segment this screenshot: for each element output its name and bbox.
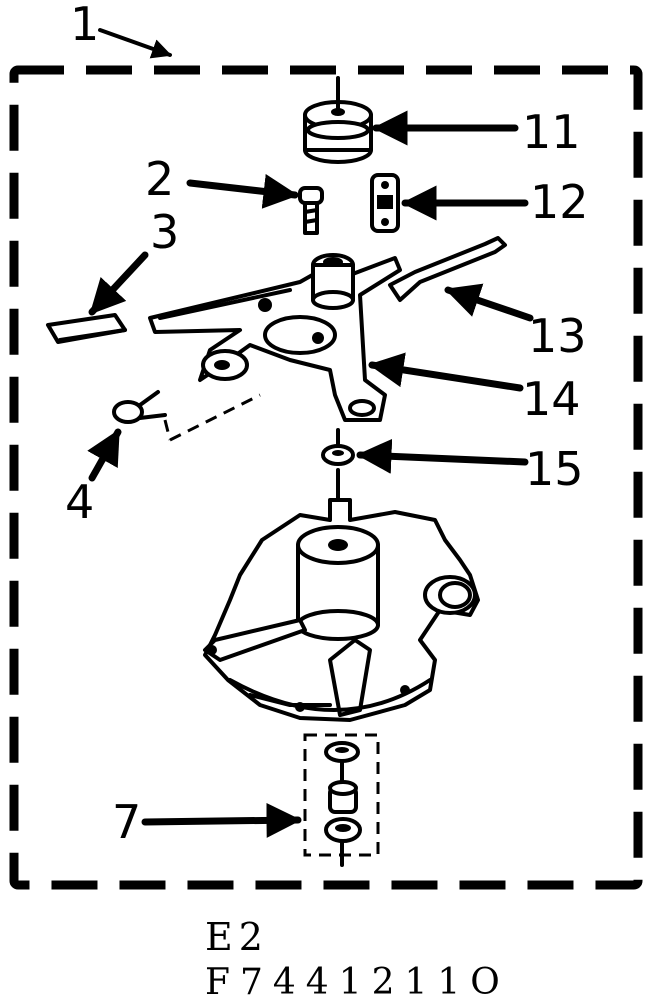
callout-1-label: 1 [70,0,99,51]
part-3-pad [46,313,127,344]
callout-7: 7 [112,795,302,849]
callout-4-label: 4 [65,475,94,529]
callout-11-label: 11 [522,105,581,159]
callout-2: 2 [145,152,299,209]
callout-2-label: 2 [145,152,174,206]
callout-14: 14 [368,352,581,426]
callout-3: 3 [88,205,179,316]
part-11-pulley [303,76,373,164]
callout-15: 15 [356,438,584,496]
callout-12: 12 [401,175,589,229]
callout-7-label: 7 [112,795,141,849]
part-13-lever [388,236,507,302]
callout-15-label: 15 [525,442,584,496]
diagram-code-line-2: F7441211O [205,962,510,1003]
callout-11: 11 [372,105,581,159]
part-7-hardware-set [303,733,380,867]
motor-housing [203,468,480,722]
assembly-boundary [9,65,643,890]
callout-12-label: 12 [530,175,589,229]
callout-14-label: 14 [522,372,581,426]
part-4-spring [112,390,261,442]
diagram-code-line-1: E2 [205,915,269,959]
part-2-screw [298,186,324,235]
part-12-clip [370,173,400,233]
callout-13-label: 13 [528,309,587,363]
callout-4: 4 [65,428,122,529]
part-14-bracket [148,253,402,422]
callout-3-label: 3 [150,205,179,259]
callout-13: 13 [444,283,587,363]
part-15-washer [321,428,355,466]
callout-1: 1 [70,0,172,59]
